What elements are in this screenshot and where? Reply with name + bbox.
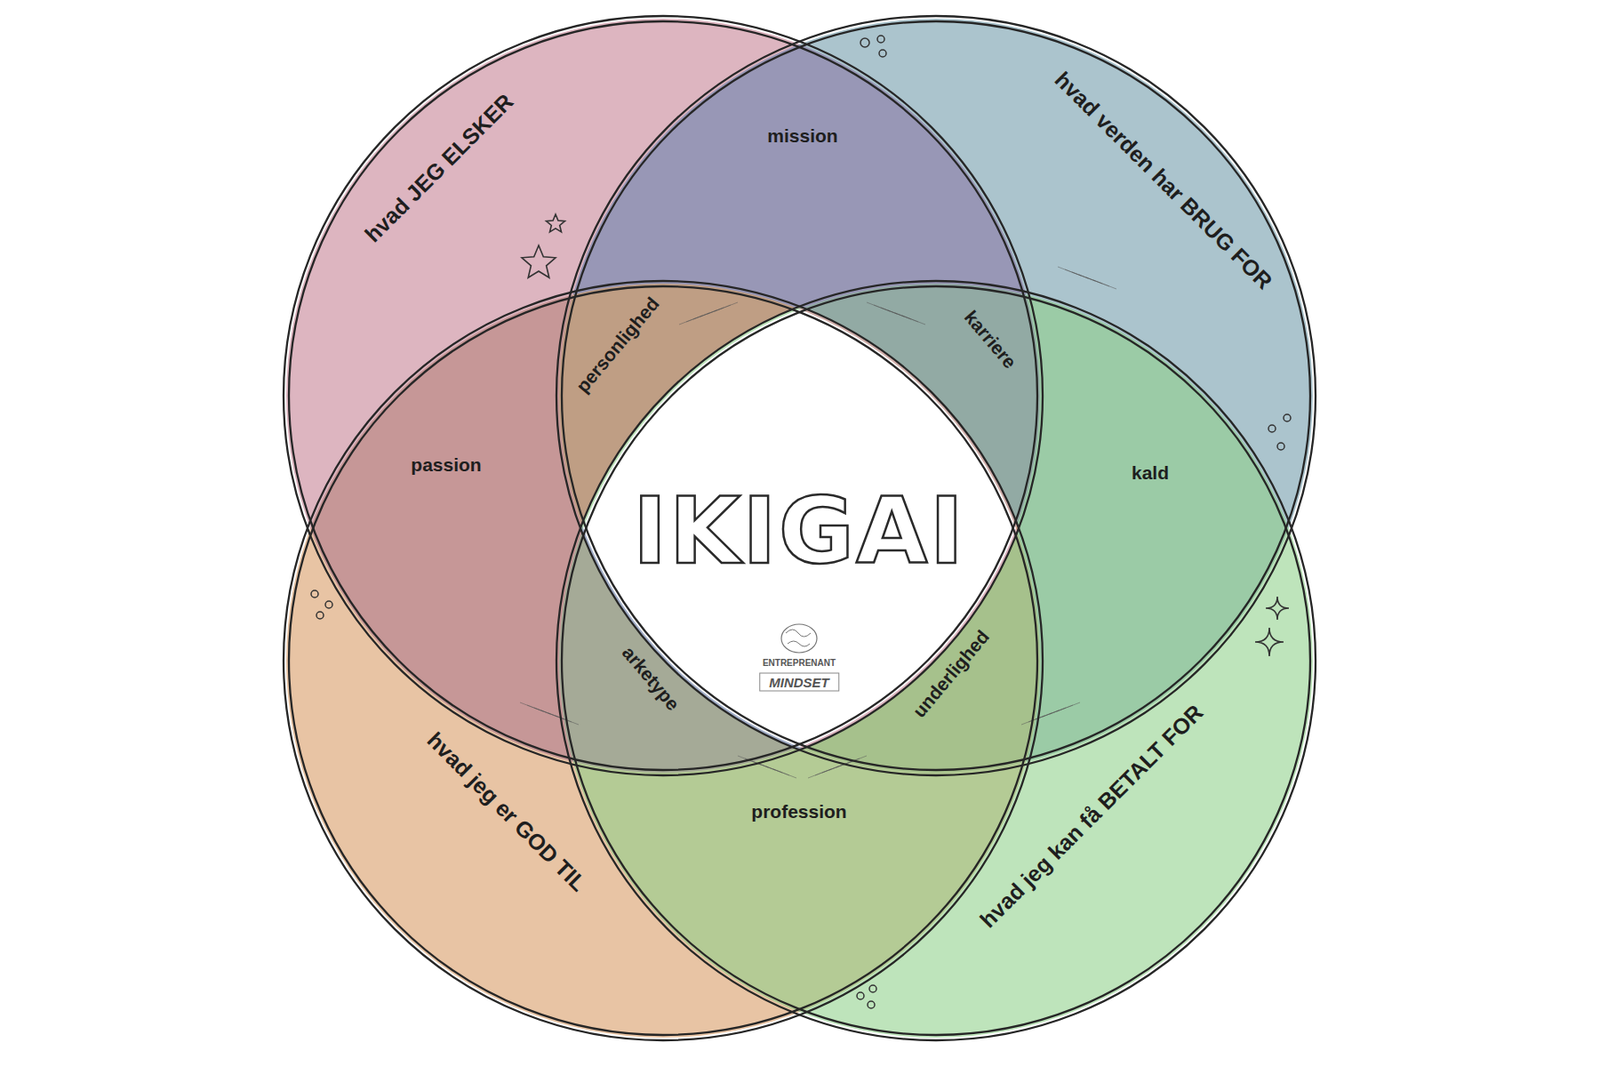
dot-doodle bbox=[856, 992, 864, 1000]
star-doodle bbox=[521, 245, 556, 278]
overlap-label: passion bbox=[410, 454, 481, 476]
overlap-label: kald bbox=[1131, 462, 1169, 484]
sparkle-doodle bbox=[1255, 627, 1284, 656]
overlap-label: profession bbox=[751, 800, 847, 823]
brain-doodle bbox=[781, 624, 817, 653]
hatch-line bbox=[902, 315, 926, 325]
circle-outline bbox=[272, 270, 1054, 1051]
venn-circle: hvad jeg kan få BETALT FOR bbox=[545, 270, 1327, 1051]
dot-doodle bbox=[316, 611, 324, 619]
dot-doodle bbox=[1268, 424, 1276, 432]
hatch-line bbox=[1093, 280, 1117, 289]
overlap-label: mission bbox=[767, 125, 838, 147]
dot-doodle bbox=[311, 590, 319, 598]
sparkle-doodle bbox=[1265, 596, 1289, 620]
circle-outline bbox=[545, 270, 1327, 1051]
circle-stroke bbox=[288, 286, 1038, 1035]
circle-heading: hvad jeg er GOD TIL bbox=[422, 727, 592, 896]
circle-stroke bbox=[561, 286, 1311, 1035]
dot-doodle bbox=[325, 600, 333, 608]
dot-doodle bbox=[879, 49, 887, 57]
hatch-line bbox=[773, 768, 797, 778]
dot-doodle bbox=[860, 38, 870, 48]
watermark-badge: MINDSET bbox=[759, 672, 840, 692]
watermark-text: ENTREPRENANT bbox=[762, 657, 836, 668]
venn-circle: hvad jeg er GOD TIL bbox=[272, 270, 1054, 1051]
dot-doodle bbox=[877, 35, 885, 43]
dot-doodle bbox=[1283, 414, 1291, 422]
circle-stroke bbox=[556, 280, 1316, 1040]
hatch-line bbox=[808, 768, 832, 778]
overlap-tint bbox=[286, 18, 1313, 1038]
circle-stroke bbox=[283, 280, 1043, 1040]
hatch-line bbox=[679, 315, 703, 325]
circle-heading: hvad JEG ELSKER bbox=[360, 88, 520, 248]
brain-doodle bbox=[785, 629, 811, 647]
center-title: IKIGAI bbox=[632, 476, 967, 585]
circle-heading: hvad jeg kan få BETALT FOR bbox=[975, 699, 1208, 933]
dot-doodle bbox=[1277, 442, 1285, 450]
dot-doodle bbox=[869, 984, 877, 992]
star-doodle bbox=[546, 214, 566, 232]
dot-doodle bbox=[867, 1000, 875, 1008]
